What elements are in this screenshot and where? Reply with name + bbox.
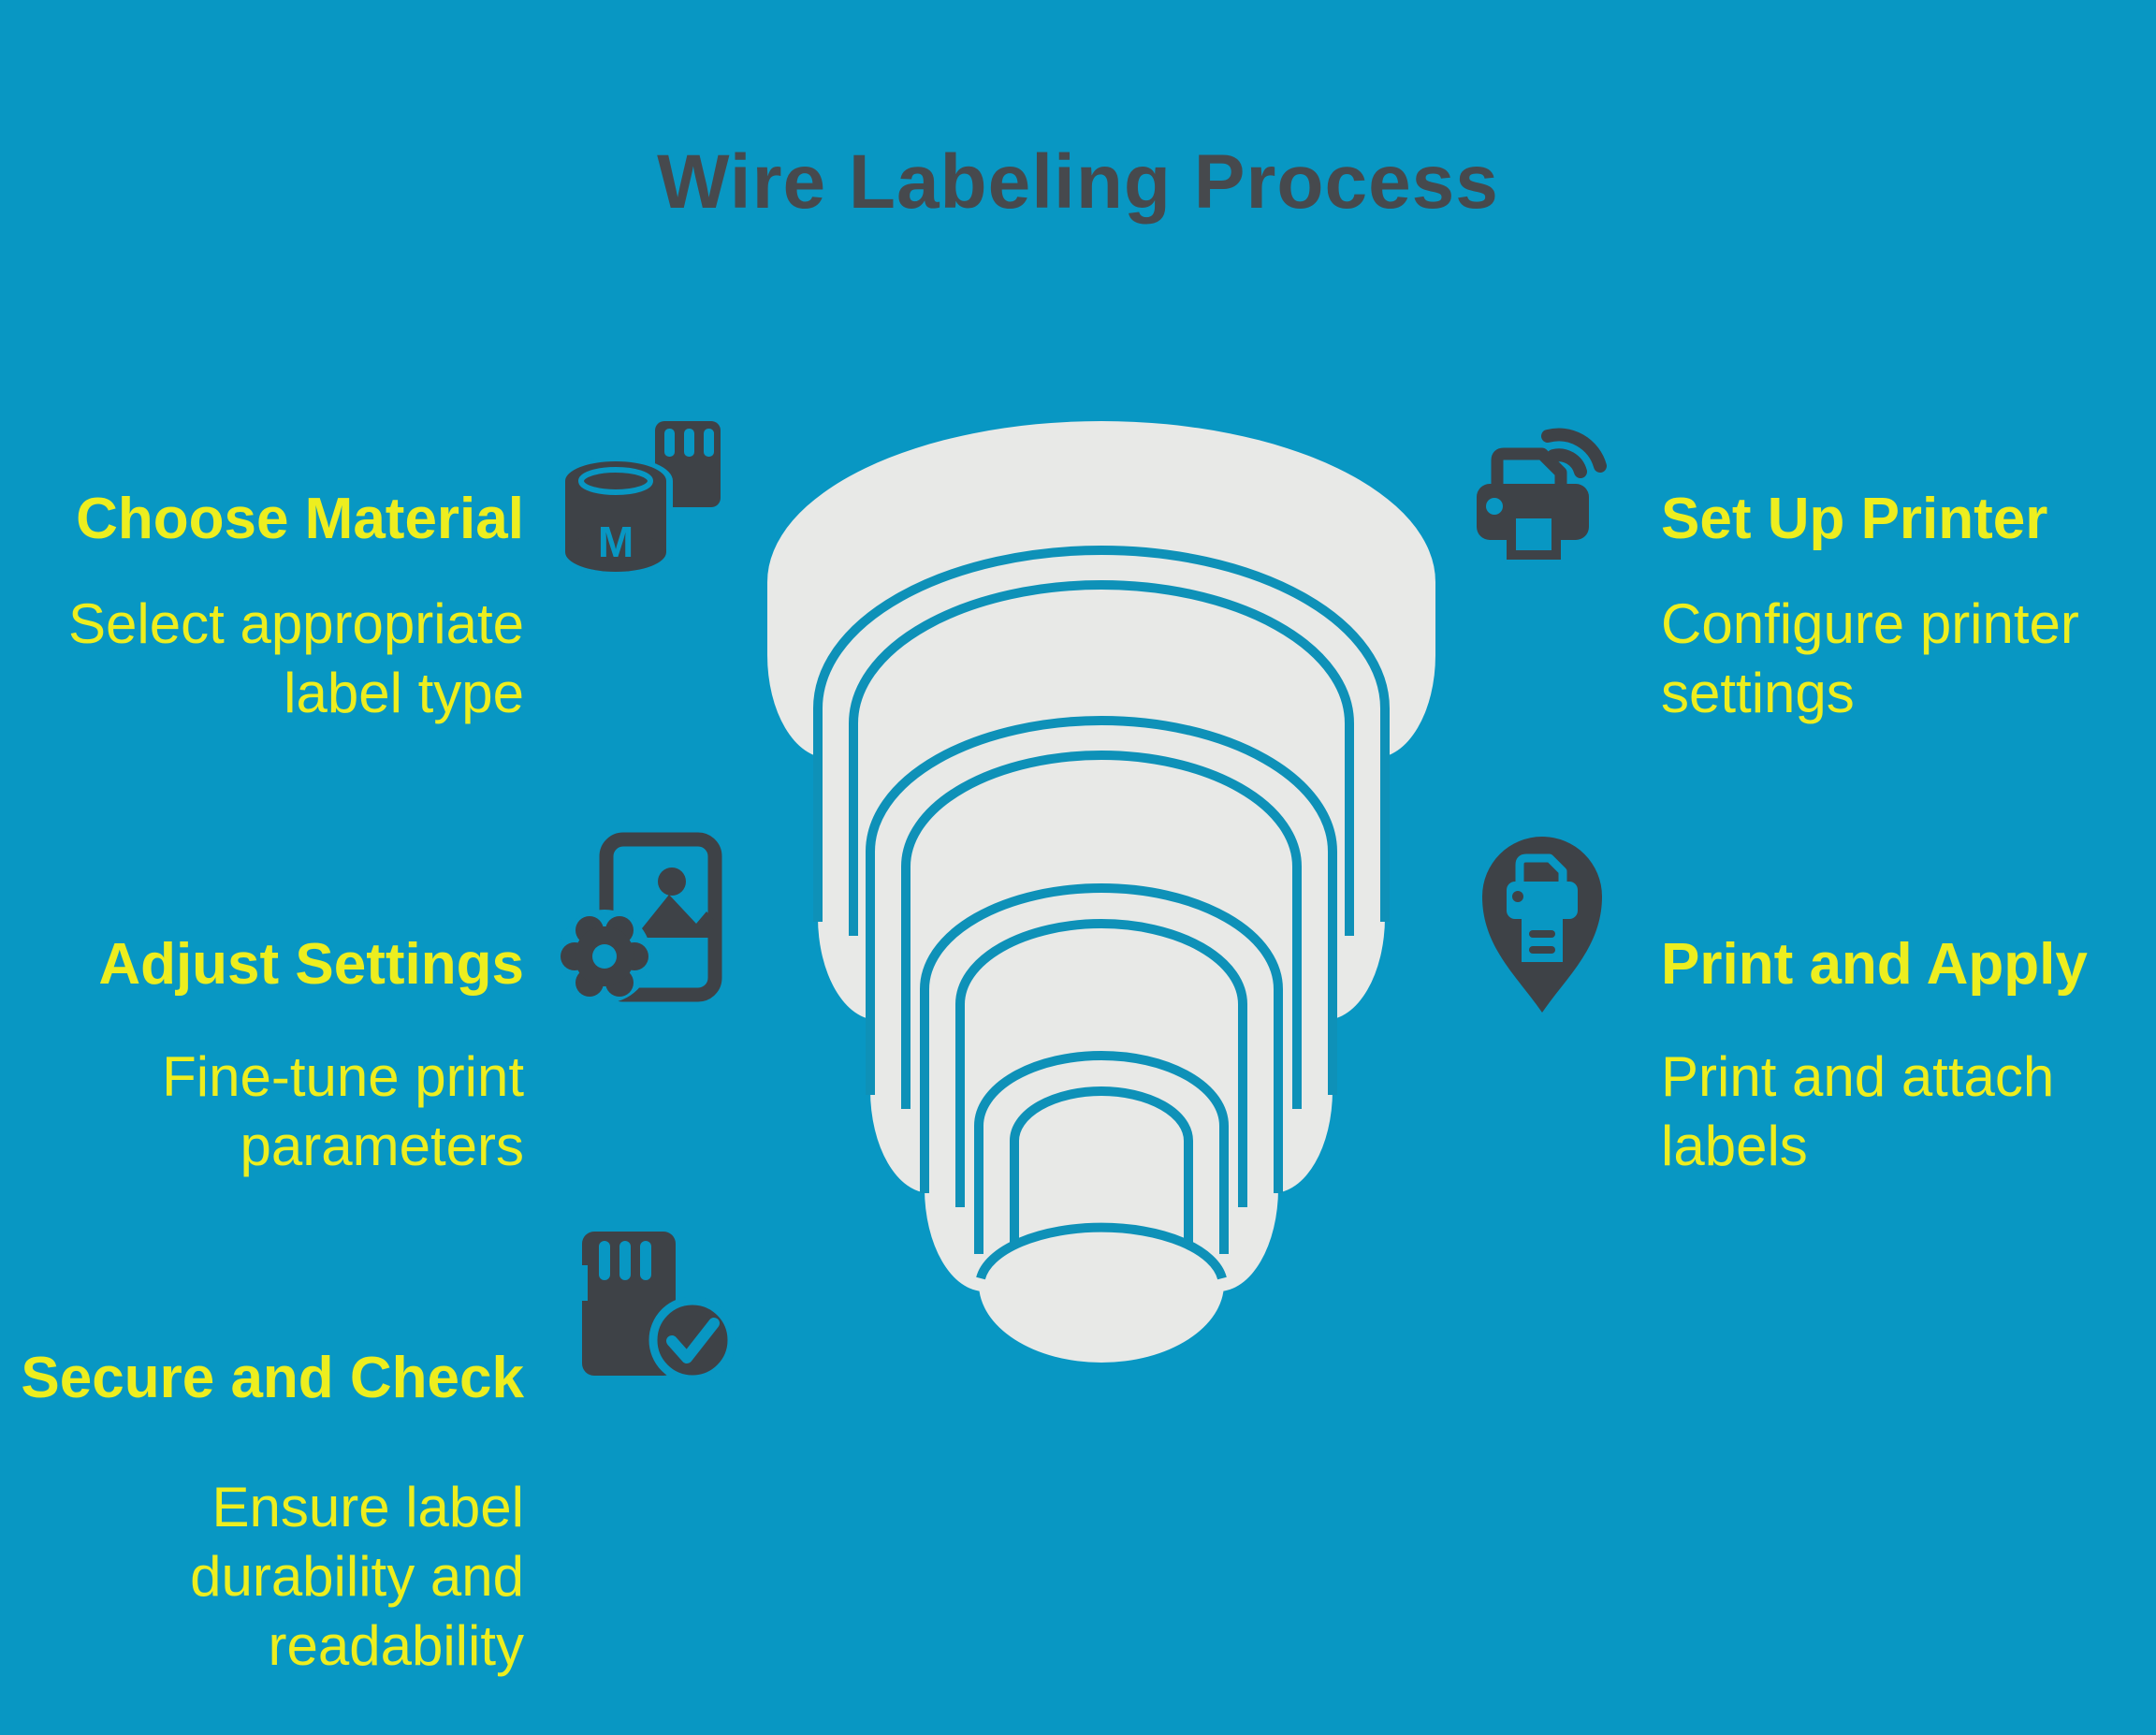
funnel-tier-4-inner-rim — [955, 919, 1247, 1207]
funnel-tier-4-rim — [920, 883, 1283, 1193]
section-adjust-settings-description: Fine-tune print parameters — [162, 1045, 524, 1177]
funnel-tier-2-inner-rim — [849, 580, 1354, 936]
material-cylinder-icon: M — [559, 421, 721, 576]
funnel-stack — [767, 421, 1435, 1363]
funnel-tier-3-rim — [866, 716, 1337, 1095]
sd-card-check-icon — [573, 1232, 736, 1384]
section-secure-and-check-description: Ensure label durability and readability — [190, 1476, 524, 1677]
printer-pin-icon — [1482, 837, 1602, 1013]
section-set-up-printer-description: Configure printer settings — [1661, 592, 2079, 724]
section-secure-and-check-title: Secure and Check — [21, 1346, 524, 1410]
section-choose-material-title: Choose Material — [76, 487, 524, 551]
funnel-tier-3-inner-rim — [901, 751, 1302, 1109]
page-title: Wire Labeling Process — [657, 139, 1499, 225]
section-adjust-settings-title: Adjust Settings — [98, 932, 524, 997]
section-print-and-apply-description: Print and attach labels — [1661, 1045, 2055, 1177]
section-choose-material-description: Select appropriate label type — [68, 592, 524, 724]
material-letter: M — [598, 518, 634, 566]
section-print-and-apply-title: Print and Apply — [1661, 932, 2088, 997]
funnel-tier-5-rim — [974, 1051, 1229, 1254]
funnel-tier-5-inner-rim — [1010, 1086, 1193, 1245]
image-gear-icon — [558, 832, 722, 1003]
funnel-bottom-rim — [976, 1222, 1227, 1280]
funnel-tier-5 — [979, 1056, 1224, 1363]
funnel-tier-2-rim — [813, 546, 1390, 922]
section-set-up-printer-title: Set Up Printer — [1661, 487, 2048, 551]
printer-wifi-icon — [1477, 428, 1607, 560]
